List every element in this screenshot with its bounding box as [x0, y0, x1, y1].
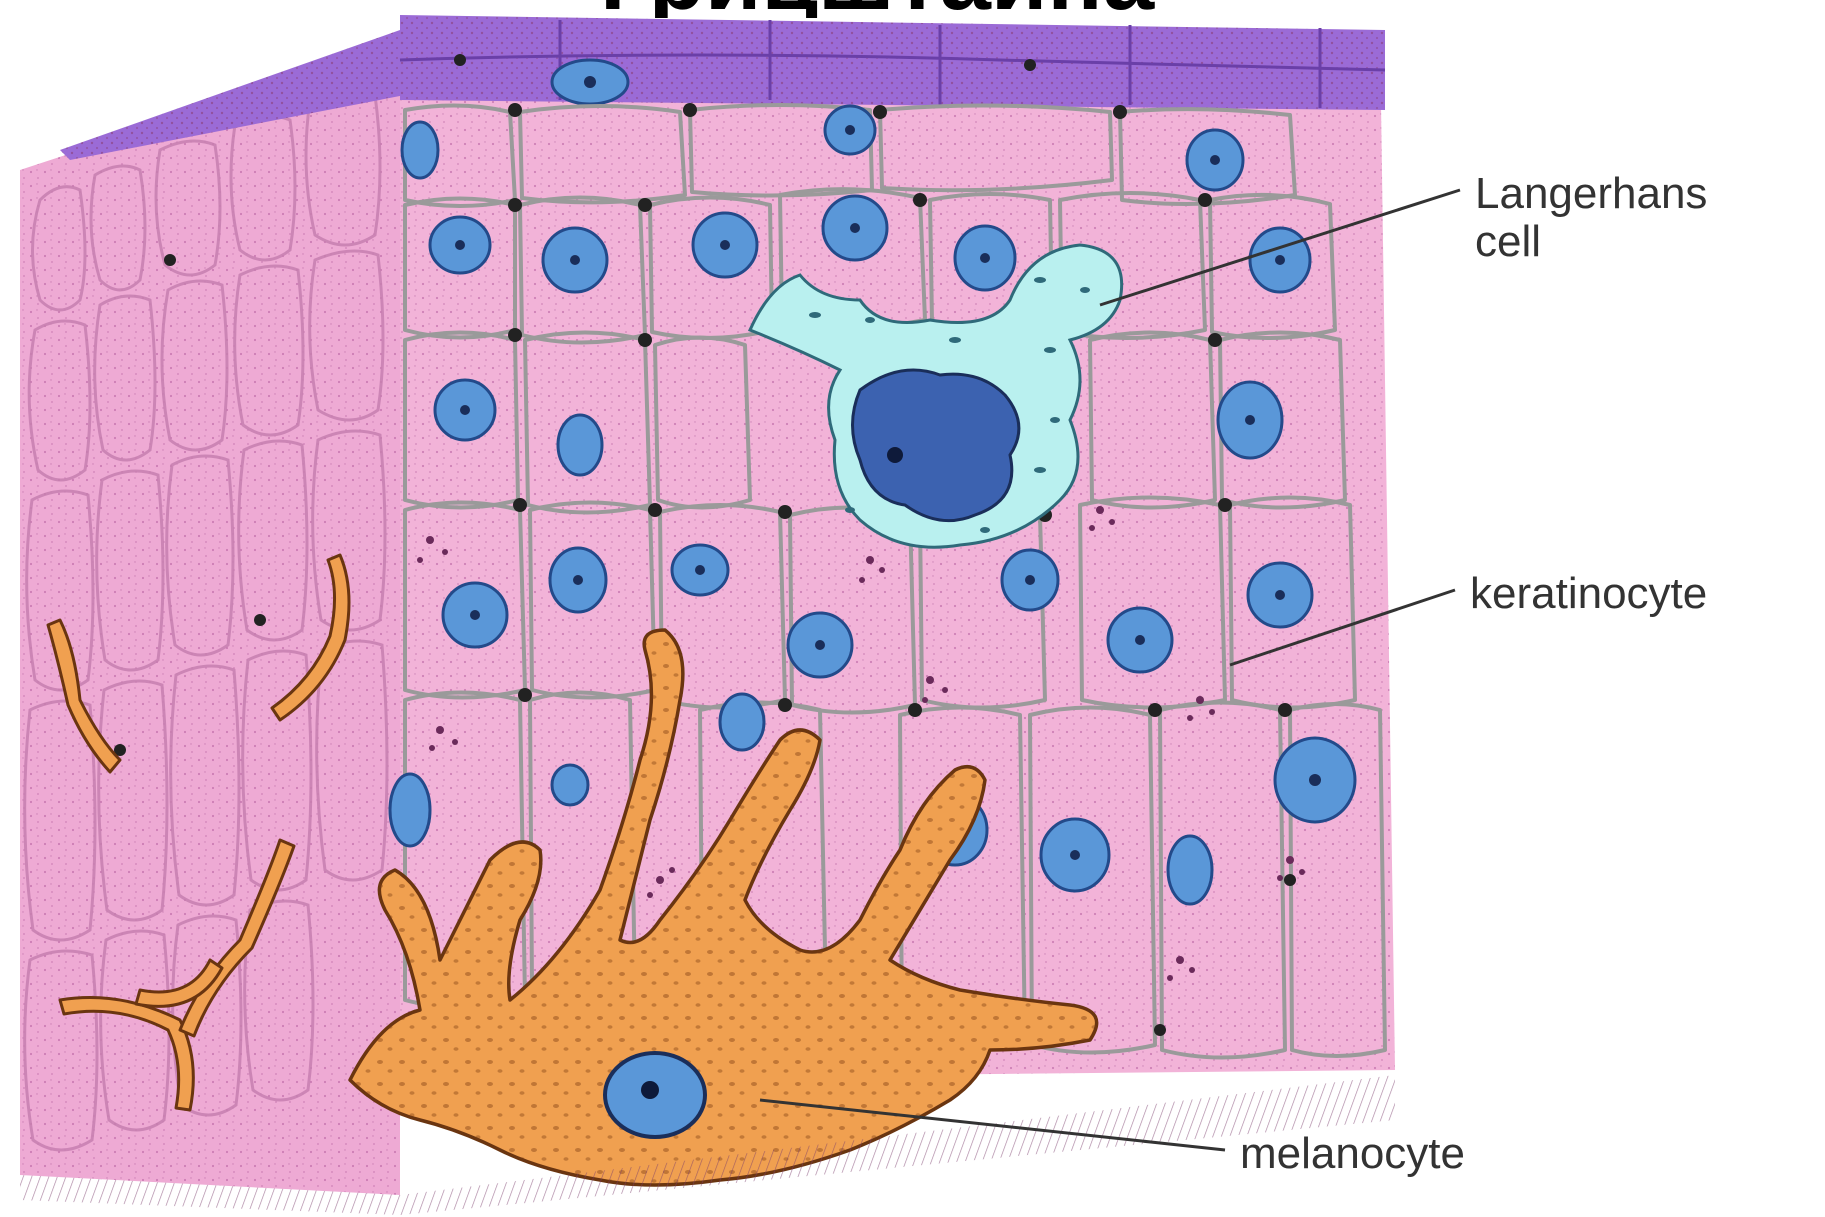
- melanocyte-label: melanocyte: [1240, 1130, 1465, 1178]
- langerhans-cell-label: Langerhans cell: [1475, 170, 1707, 266]
- top-layer: [400, 15, 1385, 110]
- langerhans-label-line1: Langerhans: [1475, 169, 1707, 218]
- langerhans-label-line2: cell: [1475, 218, 1707, 266]
- keratinocyte-label: keratinocyte: [1470, 570, 1707, 618]
